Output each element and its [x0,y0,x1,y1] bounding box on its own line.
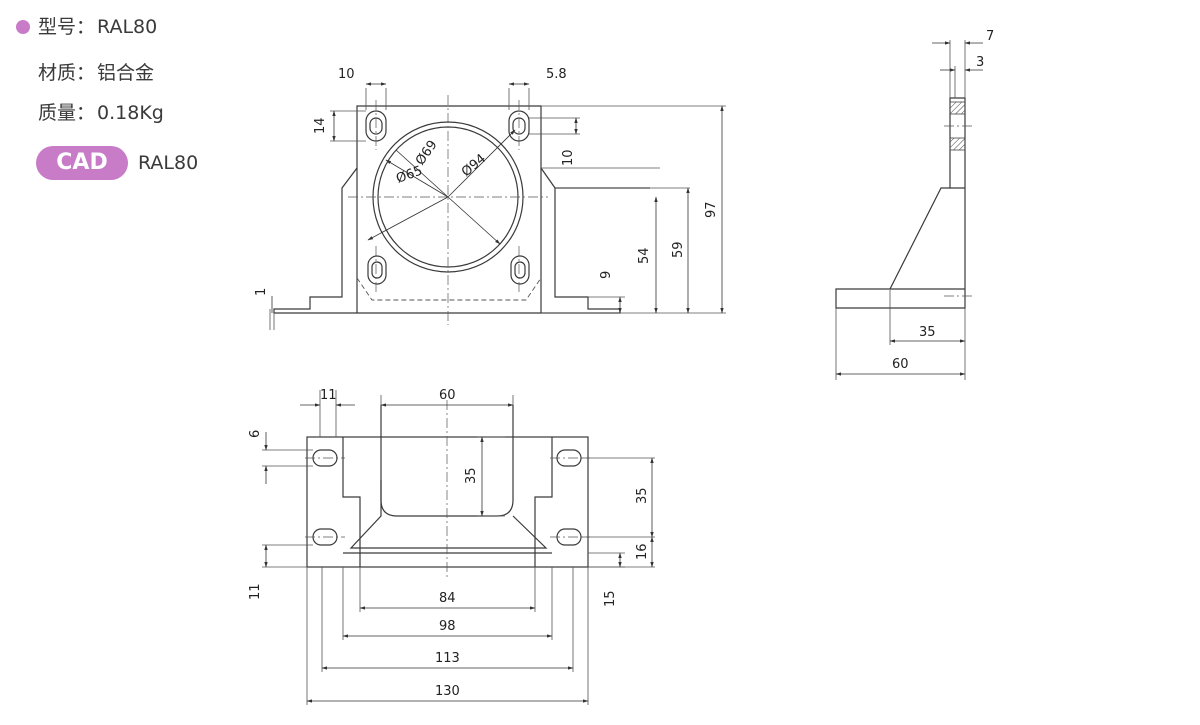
top-dim-text: 60 [439,388,456,403]
top-dim-text: 98 [439,619,456,634]
side-dim-text: 60 [892,357,909,372]
bullet-dot-icon [16,20,30,34]
front-dim-text: 97 [704,201,719,218]
material-value: 铝合金 [97,62,155,84]
front-dim-text: 14 [313,117,328,134]
model-line: 型号：RAL80 [16,12,157,39]
front-dim-text: Ø65 [394,164,424,187]
top-dim-text: 11 [320,388,337,403]
weight-line: 质量：0.18Kg [38,98,164,125]
model-label: 型号： [38,16,96,38]
front-dim-text: 5.8 [546,67,567,82]
top-dim-text: 16 [635,543,650,560]
top-dim-text: 15 [603,590,618,607]
front-view: 10 5.8 14 10 Ø69 Ø65 Ø94 9 54 59 97 1 [254,67,726,330]
material-label: 材质： [38,62,96,84]
side-dim-text: 7 [986,29,994,44]
weight-label: 质量： [38,102,96,124]
top-dim-text: 35 [635,487,650,504]
side-dim-text: 3 [976,55,984,70]
front-dim-text: 10 [338,67,355,82]
top-dim-text: 6 [248,430,263,438]
top-dim-text: 130 [435,684,460,699]
top-dim-text: 84 [439,591,456,606]
front-dim-text: 1 [254,288,269,296]
top-view: 11 60 6 35 35 16 11 15 84 98 113 130 [248,388,655,705]
top-dim-text: 11 [248,583,263,600]
model-value: RAL80 [97,16,158,38]
top-dim-text: 113 [435,651,460,666]
front-dim-text: Ø94 [459,151,489,180]
weight-value: 0.18Kg [97,102,164,124]
side-view: 7 3 35 60 [835,29,994,380]
front-dim-text: 54 [637,247,652,264]
material-line: 材质：铝合金 [38,58,154,85]
front-dim-text: 9 [599,271,614,279]
side-dim-text: 35 [919,325,936,340]
front-dim-text: 10 [561,149,576,166]
top-dim-text: 35 [464,467,479,484]
cad-badge[interactable]: CAD [36,146,128,180]
cad-model-name: RAL80 [138,152,199,174]
front-dim-text: 59 [671,241,686,258]
